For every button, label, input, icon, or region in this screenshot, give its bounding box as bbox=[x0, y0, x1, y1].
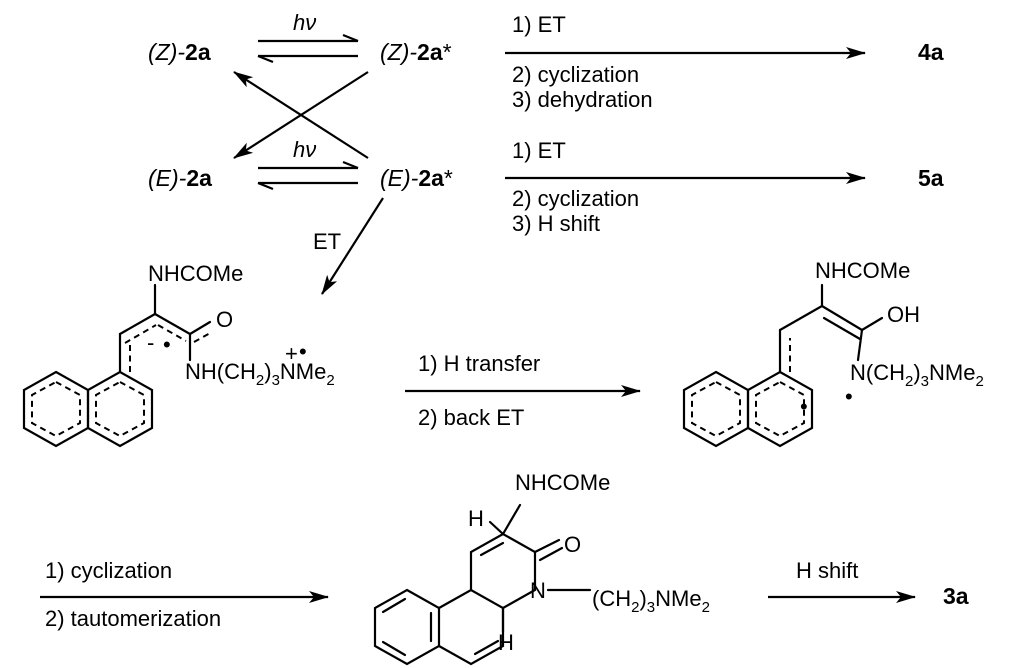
cyclization-step-2: 2) tautomerization bbox=[45, 606, 221, 631]
structure-cyclized-intermediate: NHCOMe H O N (CH2)3NMe2 H bbox=[373, 470, 710, 666]
structure-biradical: • NHCOMe OH N(CH2)3NMe2 • bbox=[682, 258, 984, 448]
oxygen-label-1: O bbox=[216, 307, 233, 332]
z-route-step-1: 1) ET bbox=[512, 12, 566, 37]
equilibrium-arrow-e bbox=[257, 160, 359, 191]
h-label-top: H bbox=[468, 506, 484, 531]
biradical-ring-dot: • bbox=[800, 394, 808, 419]
biradical-n-dot: • bbox=[845, 384, 853, 409]
et-arrow-down bbox=[321, 197, 384, 295]
amide-label-2: NHCOMe bbox=[815, 258, 910, 283]
compound-e-2a: (E)-2a bbox=[148, 165, 212, 191]
radical-anion-minus: - bbox=[147, 330, 154, 355]
product-5a: 5a bbox=[918, 165, 944, 191]
compound-z-2a-excited: (Z)-2a* bbox=[380, 39, 452, 65]
e-route-step-1: 1) ET bbox=[512, 138, 566, 163]
hv-label-top: hν bbox=[293, 10, 316, 35]
hv-label-bottom: hν bbox=[293, 137, 316, 162]
e-route-step-2: 2) cyclization bbox=[512, 186, 639, 211]
amine-chain-label-2: N(CH2)3NMe2 bbox=[850, 360, 984, 390]
hydroxy-label: OH bbox=[887, 302, 920, 327]
n-label: N bbox=[530, 578, 546, 603]
structure-radical-ion-pair: - • NHCOMe O NH(CH2)3NMe2 + • bbox=[22, 261, 335, 448]
et-label: ET bbox=[313, 229, 341, 254]
h-label-bottom: H bbox=[498, 630, 514, 655]
product-3a: 3a bbox=[943, 583, 969, 609]
amide-label-1: NHCOMe bbox=[148, 261, 243, 286]
oxygen-label-3: O bbox=[564, 532, 581, 557]
z-route-step-3: 3) dehydration bbox=[512, 87, 653, 112]
radical-cation-plus: + bbox=[285, 341, 298, 366]
radical-cation-dot: • bbox=[299, 339, 307, 364]
amine-chain-label-3: (CH2)3NMe2 bbox=[592, 586, 710, 616]
h-transfer-step-2: 2) back ET bbox=[418, 405, 524, 430]
e-route-step-3: 3) H shift bbox=[512, 211, 600, 236]
h-transfer-step-1: 1) H transfer bbox=[418, 351, 540, 376]
amine-chain-label-1: NH(CH2)3NMe2 bbox=[185, 359, 335, 389]
compound-z-2a: (Z)-2a bbox=[148, 39, 211, 65]
z-route-step-2: 2) cyclization bbox=[512, 62, 639, 87]
equilibrium-arrow-z bbox=[257, 33, 359, 64]
cross-arrow-e-star-to-z bbox=[233, 71, 369, 159]
cyclization-step-1: 1) cyclization bbox=[45, 558, 172, 583]
compound-e-2a-excited: (E)-2a* bbox=[380, 165, 453, 191]
amide-label-3: NHCOMe bbox=[515, 470, 610, 495]
radical-anion-dot: • bbox=[163, 332, 171, 357]
product-4a: 4a bbox=[918, 39, 944, 65]
final-step-label: H shift bbox=[796, 558, 858, 583]
